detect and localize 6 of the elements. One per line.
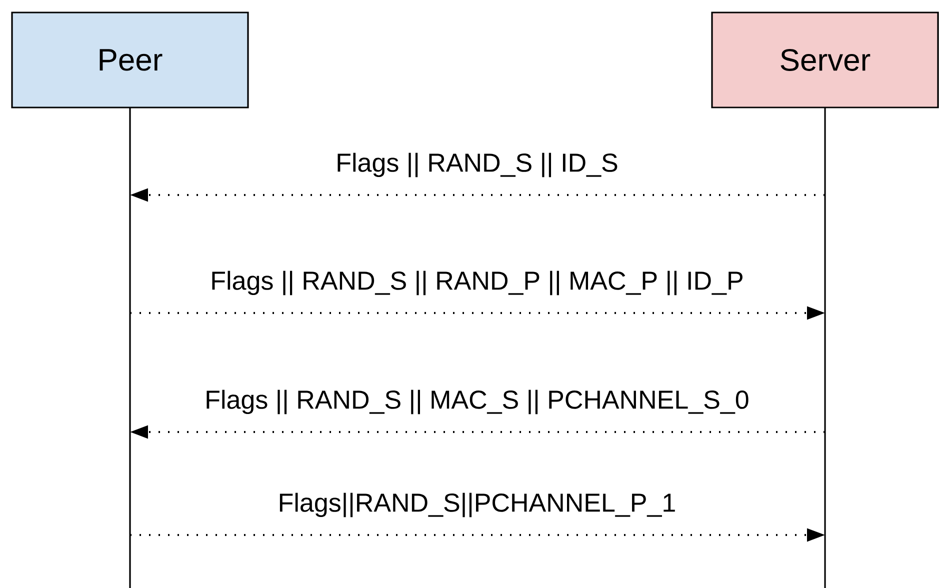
participant-box: Server	[711, 12, 939, 108]
message-label: Flags || RAND_S || ID_S	[338, 152, 618, 178]
message-label: Flags || RAND_S || MAC_S || PCHANNEL_S_0	[206, 390, 748, 414]
message-label: Flags || RAND_S || RAND_P || MAC_P || ID_P	[212, 270, 742, 296]
message-label: Flags||RAND_S||PCHANNEL_P_1	[280, 492, 675, 518]
participant-box: Peer	[11, 12, 249, 108]
